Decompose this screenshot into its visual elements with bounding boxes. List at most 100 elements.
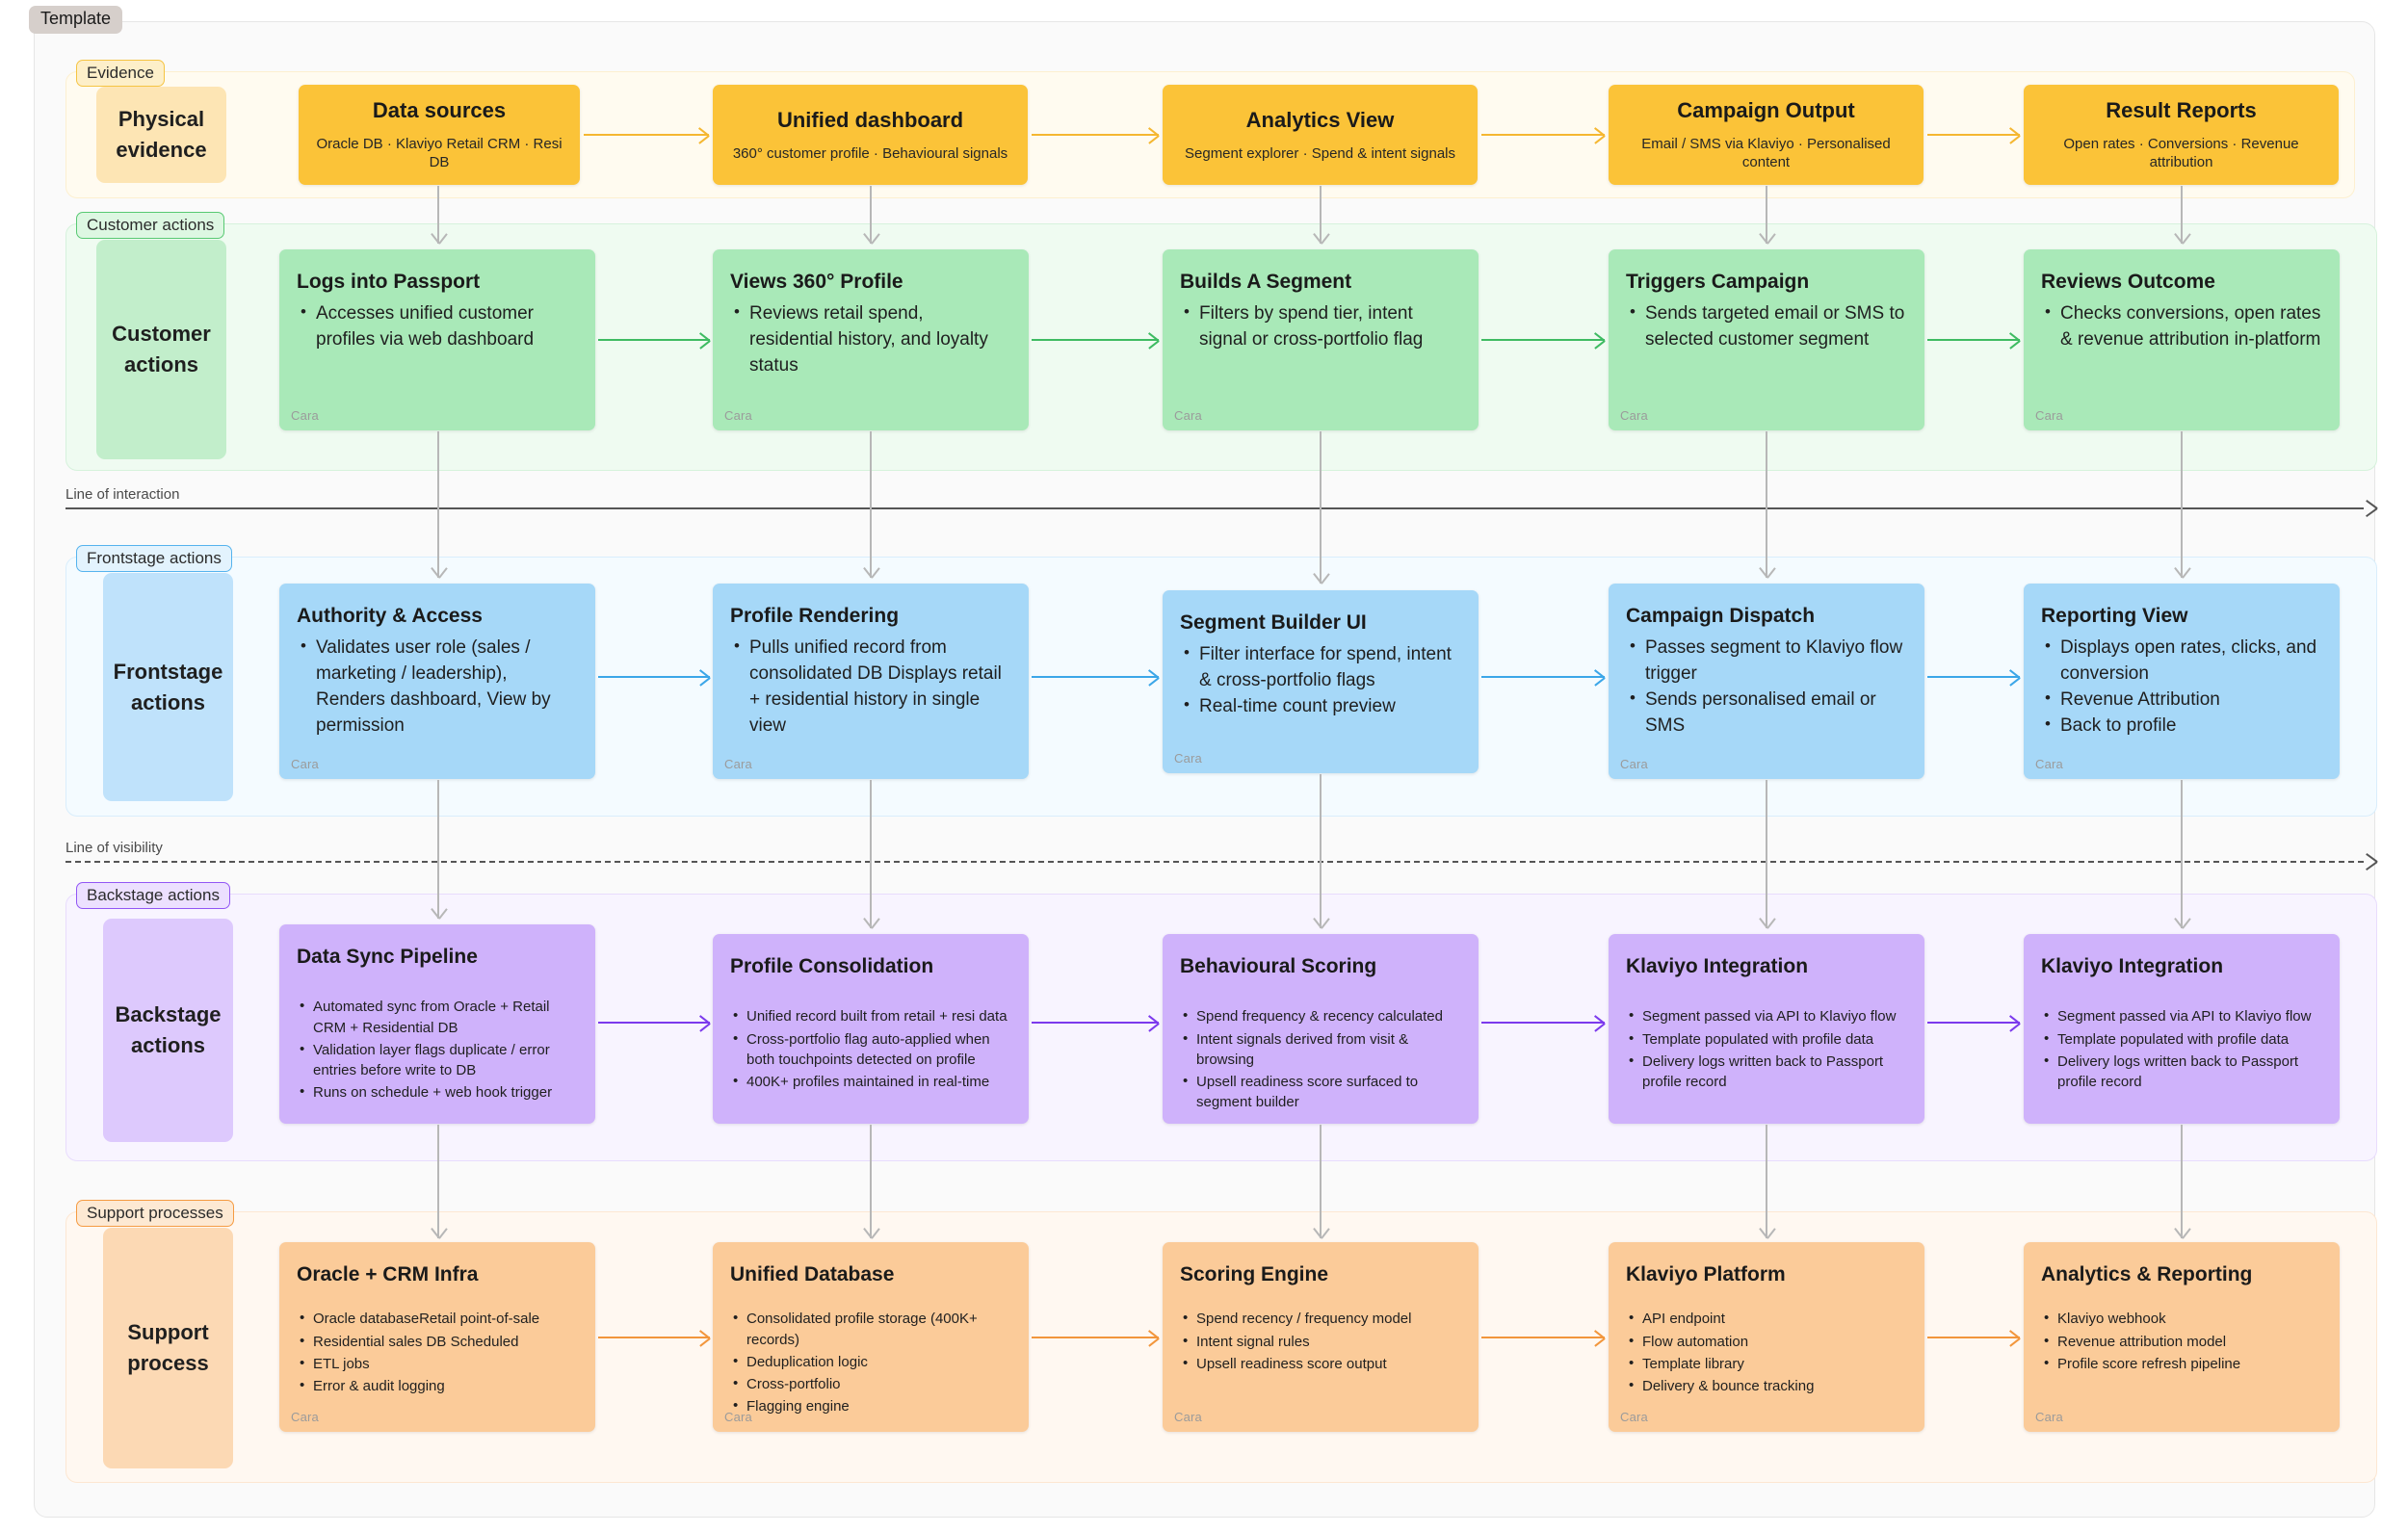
bullet: Intent signals derived from visit & brow… xyxy=(1180,1028,1461,1071)
bullet: Displays open rates, clicks, and convers… xyxy=(2041,635,2322,688)
card-title: Analytics & Reporting xyxy=(2041,1263,2253,1285)
card-bullets: Validates user role (sales / marketing /… xyxy=(297,635,578,740)
bullet: API endpoint xyxy=(1626,1308,1907,1329)
bullet: Deduplication logic xyxy=(730,1351,1011,1372)
frontstage-arrow-1 xyxy=(598,670,710,684)
bullet: Template populated with profile data xyxy=(1626,1028,1907,1050)
card-title: Unified Database xyxy=(730,1263,895,1285)
card-title: Analytics View xyxy=(1245,107,1395,132)
frontstage-card-profile-rendering[interactable]: Profile Rendering Pulls unified record f… xyxy=(713,584,1029,779)
card-bullets: Filters by spend tier, intent signal or … xyxy=(1180,300,1461,353)
support-card-scoring-engine[interactable]: Scoring Engine Spend recency / frequency… xyxy=(1163,1242,1479,1432)
evidence-card-result-reports[interactable]: Result Reports Open rates · Conversions … xyxy=(2024,85,2339,185)
vertical-arrow-evidence-to-customer-5 xyxy=(2175,186,2188,244)
bullet: Filter interface for spend, intent & cro… xyxy=(1180,641,1461,694)
bullet: Segment passed via API to Klaviyo flow xyxy=(1626,1005,1907,1026)
card-title: Campaign Output xyxy=(1677,98,1855,123)
vertical-arrow-backstage-to-support-5 xyxy=(2175,1125,2188,1238)
card-owner-label: Cara xyxy=(724,408,752,423)
role-tile-customer-actions: Customer actions xyxy=(96,240,226,459)
vertical-arrow-evidence-to-customer-1 xyxy=(432,186,445,244)
card-bullets: Spend frequency & recency calculated Int… xyxy=(1180,1005,1461,1112)
role-label-line1: Customer xyxy=(112,322,211,347)
support-card-klaviyo-platform[interactable]: Klaviyo Platform API endpoint Flow autom… xyxy=(1609,1242,1924,1432)
bullet: Delivery logs written back to Passport p… xyxy=(2041,1051,2322,1093)
evidence-card-campaign-output[interactable]: Campaign Output Email / SMS via Klaviyo … xyxy=(1609,85,1924,185)
bullet: Validation layer flags duplicate / error… xyxy=(297,1039,578,1081)
role-label-line2: evidence xyxy=(116,138,207,162)
vertical-arrow-customer-to-frontstage-1 xyxy=(432,431,445,578)
card-title: Klaviyo Integration xyxy=(1626,955,1809,977)
bullet: Real-time count preview xyxy=(1180,693,1461,720)
card-bullets: Spend recency / frequency model Intent s… xyxy=(1180,1308,1461,1374)
vertical-arrow-frontstage-to-backstage-5 xyxy=(2175,780,2188,928)
customer-card-builds-a-segment[interactable]: Builds A Segment Filters by spend tier, … xyxy=(1163,249,1479,430)
bullet: Sends targeted email or SMS to selected … xyxy=(1626,300,1907,353)
role-label-line2: actions xyxy=(130,1033,205,1057)
card-owner-label: Cara xyxy=(1620,1410,1648,1424)
card-owner-label: Cara xyxy=(1174,751,1202,766)
vertical-arrow-backstage-to-support-1 xyxy=(432,1125,445,1238)
customer-card-triggers-campaign[interactable]: Triggers Campaign Sends targeted email o… xyxy=(1609,249,1924,430)
frontstage-card-authority-and-access[interactable]: Authority & Access Validates user role (… xyxy=(279,584,595,779)
role-label-line2: actions xyxy=(123,352,199,377)
vertical-arrow-customer-to-frontstage-5 xyxy=(2175,431,2188,578)
card-owner-label: Cara xyxy=(291,757,319,771)
evidence-card-data-sources[interactable]: Data sources Oracle DB · Klaviyo Retail … xyxy=(299,85,580,185)
vertical-arrow-customer-to-frontstage-3 xyxy=(1314,431,1327,584)
backstage-arrow-4 xyxy=(1927,1016,2020,1029)
bullet: ETL jobs xyxy=(297,1353,578,1374)
bullet: Profile score refresh pipeline xyxy=(2041,1353,2322,1374)
bullet: Delivery logs written back to Passport p… xyxy=(1626,1051,1907,1093)
bullet: Checks conversions, open rates & revenue… xyxy=(2041,300,2322,353)
card-subtitle: Segment explorer · Spend & intent signal… xyxy=(1185,144,1455,162)
evidence-card-analytics-view[interactable]: Analytics View Segment explorer · Spend … xyxy=(1163,85,1478,185)
card-owner-label: Cara xyxy=(1174,1410,1202,1424)
frontstage-card-segment-builder-ui[interactable]: Segment Builder UI Filter interface for … xyxy=(1163,590,1479,773)
customer-card-logs-into-passport[interactable]: Logs into Passport Accesses unified cust… xyxy=(279,249,595,430)
bullet: Filters by spend tier, intent signal or … xyxy=(1180,300,1461,353)
bullet: 400K+ profiles maintained in real-time xyxy=(730,1071,1011,1092)
backstage-card-behavioural-scoring[interactable]: Behavioural Scoring Spend frequency & re… xyxy=(1163,934,1479,1124)
vertical-arrow-backstage-to-support-4 xyxy=(1760,1125,1773,1238)
bullet: Reviews retail spend, residential histor… xyxy=(730,300,1011,379)
bullet: Upsell readiness score output xyxy=(1180,1353,1461,1374)
support-card-analytics-and-reporting[interactable]: Analytics & Reporting Klaviyo webhook Re… xyxy=(2024,1242,2340,1432)
evidence-arrow-2 xyxy=(1032,128,1159,142)
vertical-arrow-frontstage-to-backstage-4 xyxy=(1760,780,1773,928)
frontstage-card-reporting-view[interactable]: Reporting View Displays open rates, clic… xyxy=(2024,584,2340,779)
evidence-card-unified-dashboard[interactable]: Unified dashboard 360° customer profile … xyxy=(713,85,1028,185)
card-title: Oracle + CRM Infra xyxy=(297,1263,479,1285)
card-bullets: Segment passed via API to Klaviyo flow T… xyxy=(2041,1005,2322,1093)
line-of-interaction-arrowhead xyxy=(2365,502,2377,514)
card-subtitle: Oracle DB · Klaviyo Retail CRM · Resi DB xyxy=(316,135,563,171)
card-subtitle: 360° customer profile · Behavioural sign… xyxy=(732,144,1008,162)
backstage-card-profile-consolidation[interactable]: Profile Consolidation Unified record bui… xyxy=(713,934,1029,1124)
card-bullets: Consolidated profile storage (400K+ reco… xyxy=(730,1308,1011,1416)
backstage-card-klaviyo-integration-1[interactable]: Klaviyo Integration Segment passed via A… xyxy=(1609,934,1924,1124)
card-title: Klaviyo Integration xyxy=(2041,955,2224,977)
backstage-card-data-sync-pipeline[interactable]: Data Sync Pipeline Automated sync from O… xyxy=(279,924,595,1124)
card-bullets: Checks conversions, open rates & revenue… xyxy=(2041,300,2322,353)
card-owner-label: Cara xyxy=(1620,408,1648,423)
support-card-oracle-crm-infra[interactable]: Oracle + CRM Infra Oracle databaseRetail… xyxy=(279,1242,595,1432)
evidence-arrow-3 xyxy=(1481,128,1605,142)
template-tag[interactable]: Template xyxy=(29,6,123,34)
bullet: Template populated with profile data xyxy=(2041,1028,2322,1050)
vertical-arrow-customer-to-frontstage-4 xyxy=(1760,431,1773,578)
vertical-arrow-evidence-to-customer-2 xyxy=(864,186,877,244)
card-bullets: Automated sync from Oracle + Retail CRM … xyxy=(297,996,578,1103)
customer-card-reviews-outcome[interactable]: Reviews Outcome Checks conversions, open… xyxy=(2024,249,2340,430)
card-title: Profile Consolidation xyxy=(730,955,934,977)
backstage-card-klaviyo-integration-2[interactable]: Klaviyo Integration Segment passed via A… xyxy=(2024,934,2340,1124)
card-title: Builds A Segment xyxy=(1180,271,1352,293)
role-tile-frontstage-actions: Frontstage actions xyxy=(103,573,233,801)
customer-card-views-360-profile[interactable]: Views 360° Profile Reviews retail spend,… xyxy=(713,249,1029,430)
card-title: Data Sync Pipeline xyxy=(297,946,478,968)
bullet: Unified record built from retail + resi … xyxy=(730,1005,1011,1026)
support-card-unified-database[interactable]: Unified Database Consolidated profile st… xyxy=(713,1242,1029,1432)
bullet: Intent signal rules xyxy=(1180,1331,1461,1352)
card-bullets: Passes segment to Klaviyo flow trigger S… xyxy=(1626,635,1907,740)
frontstage-card-campaign-dispatch[interactable]: Campaign Dispatch Passes segment to Klav… xyxy=(1609,584,1924,779)
support-arrow-3 xyxy=(1481,1331,1605,1344)
